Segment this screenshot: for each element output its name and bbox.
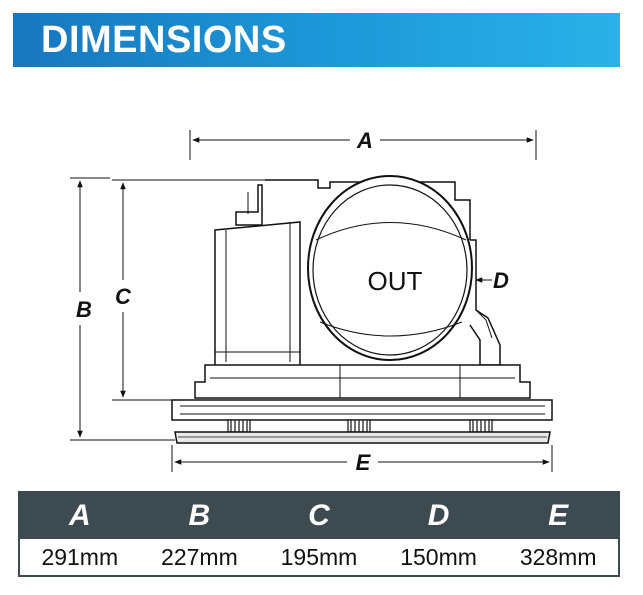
dimension-d: D bbox=[475, 268, 509, 293]
dimension-diagram: A B C E bbox=[70, 128, 553, 475]
dimension-a: A bbox=[189, 128, 537, 160]
dimension-b-label: B bbox=[76, 297, 92, 322]
table-header-row: A B C D E bbox=[20, 493, 618, 539]
outlet-duct: OUT bbox=[307, 175, 473, 361]
dimension-a-label: A bbox=[356, 128, 373, 153]
table-header-c: C bbox=[308, 499, 330, 532]
table-value-c: 195mm bbox=[280, 543, 358, 570]
table-value-d: 150mm bbox=[400, 543, 477, 570]
table-header-d: D bbox=[427, 499, 450, 532]
table-value-e: 328mm bbox=[519, 543, 597, 570]
dimension-b: B bbox=[70, 177, 175, 441]
table-value-row: 291mm 227mm 195mm 150mm 328mm bbox=[20, 539, 618, 575]
dimension-c-label: C bbox=[115, 284, 132, 309]
dimensions-table: A B C D E 291mm 227mm 195mm 150mm 328mm bbox=[18, 491, 620, 577]
dimension-e-label: E bbox=[356, 450, 372, 475]
outlet-label: OUT bbox=[368, 266, 423, 296]
section-title: DIMENSIONS bbox=[41, 19, 287, 61]
table-header-e: E bbox=[548, 499, 569, 532]
table-header-b: B bbox=[188, 499, 211, 532]
section-header: DIMENSIONS bbox=[13, 13, 620, 67]
dimension-e: E bbox=[171, 445, 553, 475]
table-value-a: 291mm bbox=[41, 543, 119, 570]
dimension-d-label: D bbox=[493, 268, 509, 293]
fan-unit-drawing bbox=[171, 179, 553, 444]
table-value-b: 227mm bbox=[161, 543, 238, 570]
dimension-c: C bbox=[112, 179, 265, 401]
table-header-a: A bbox=[68, 499, 91, 532]
